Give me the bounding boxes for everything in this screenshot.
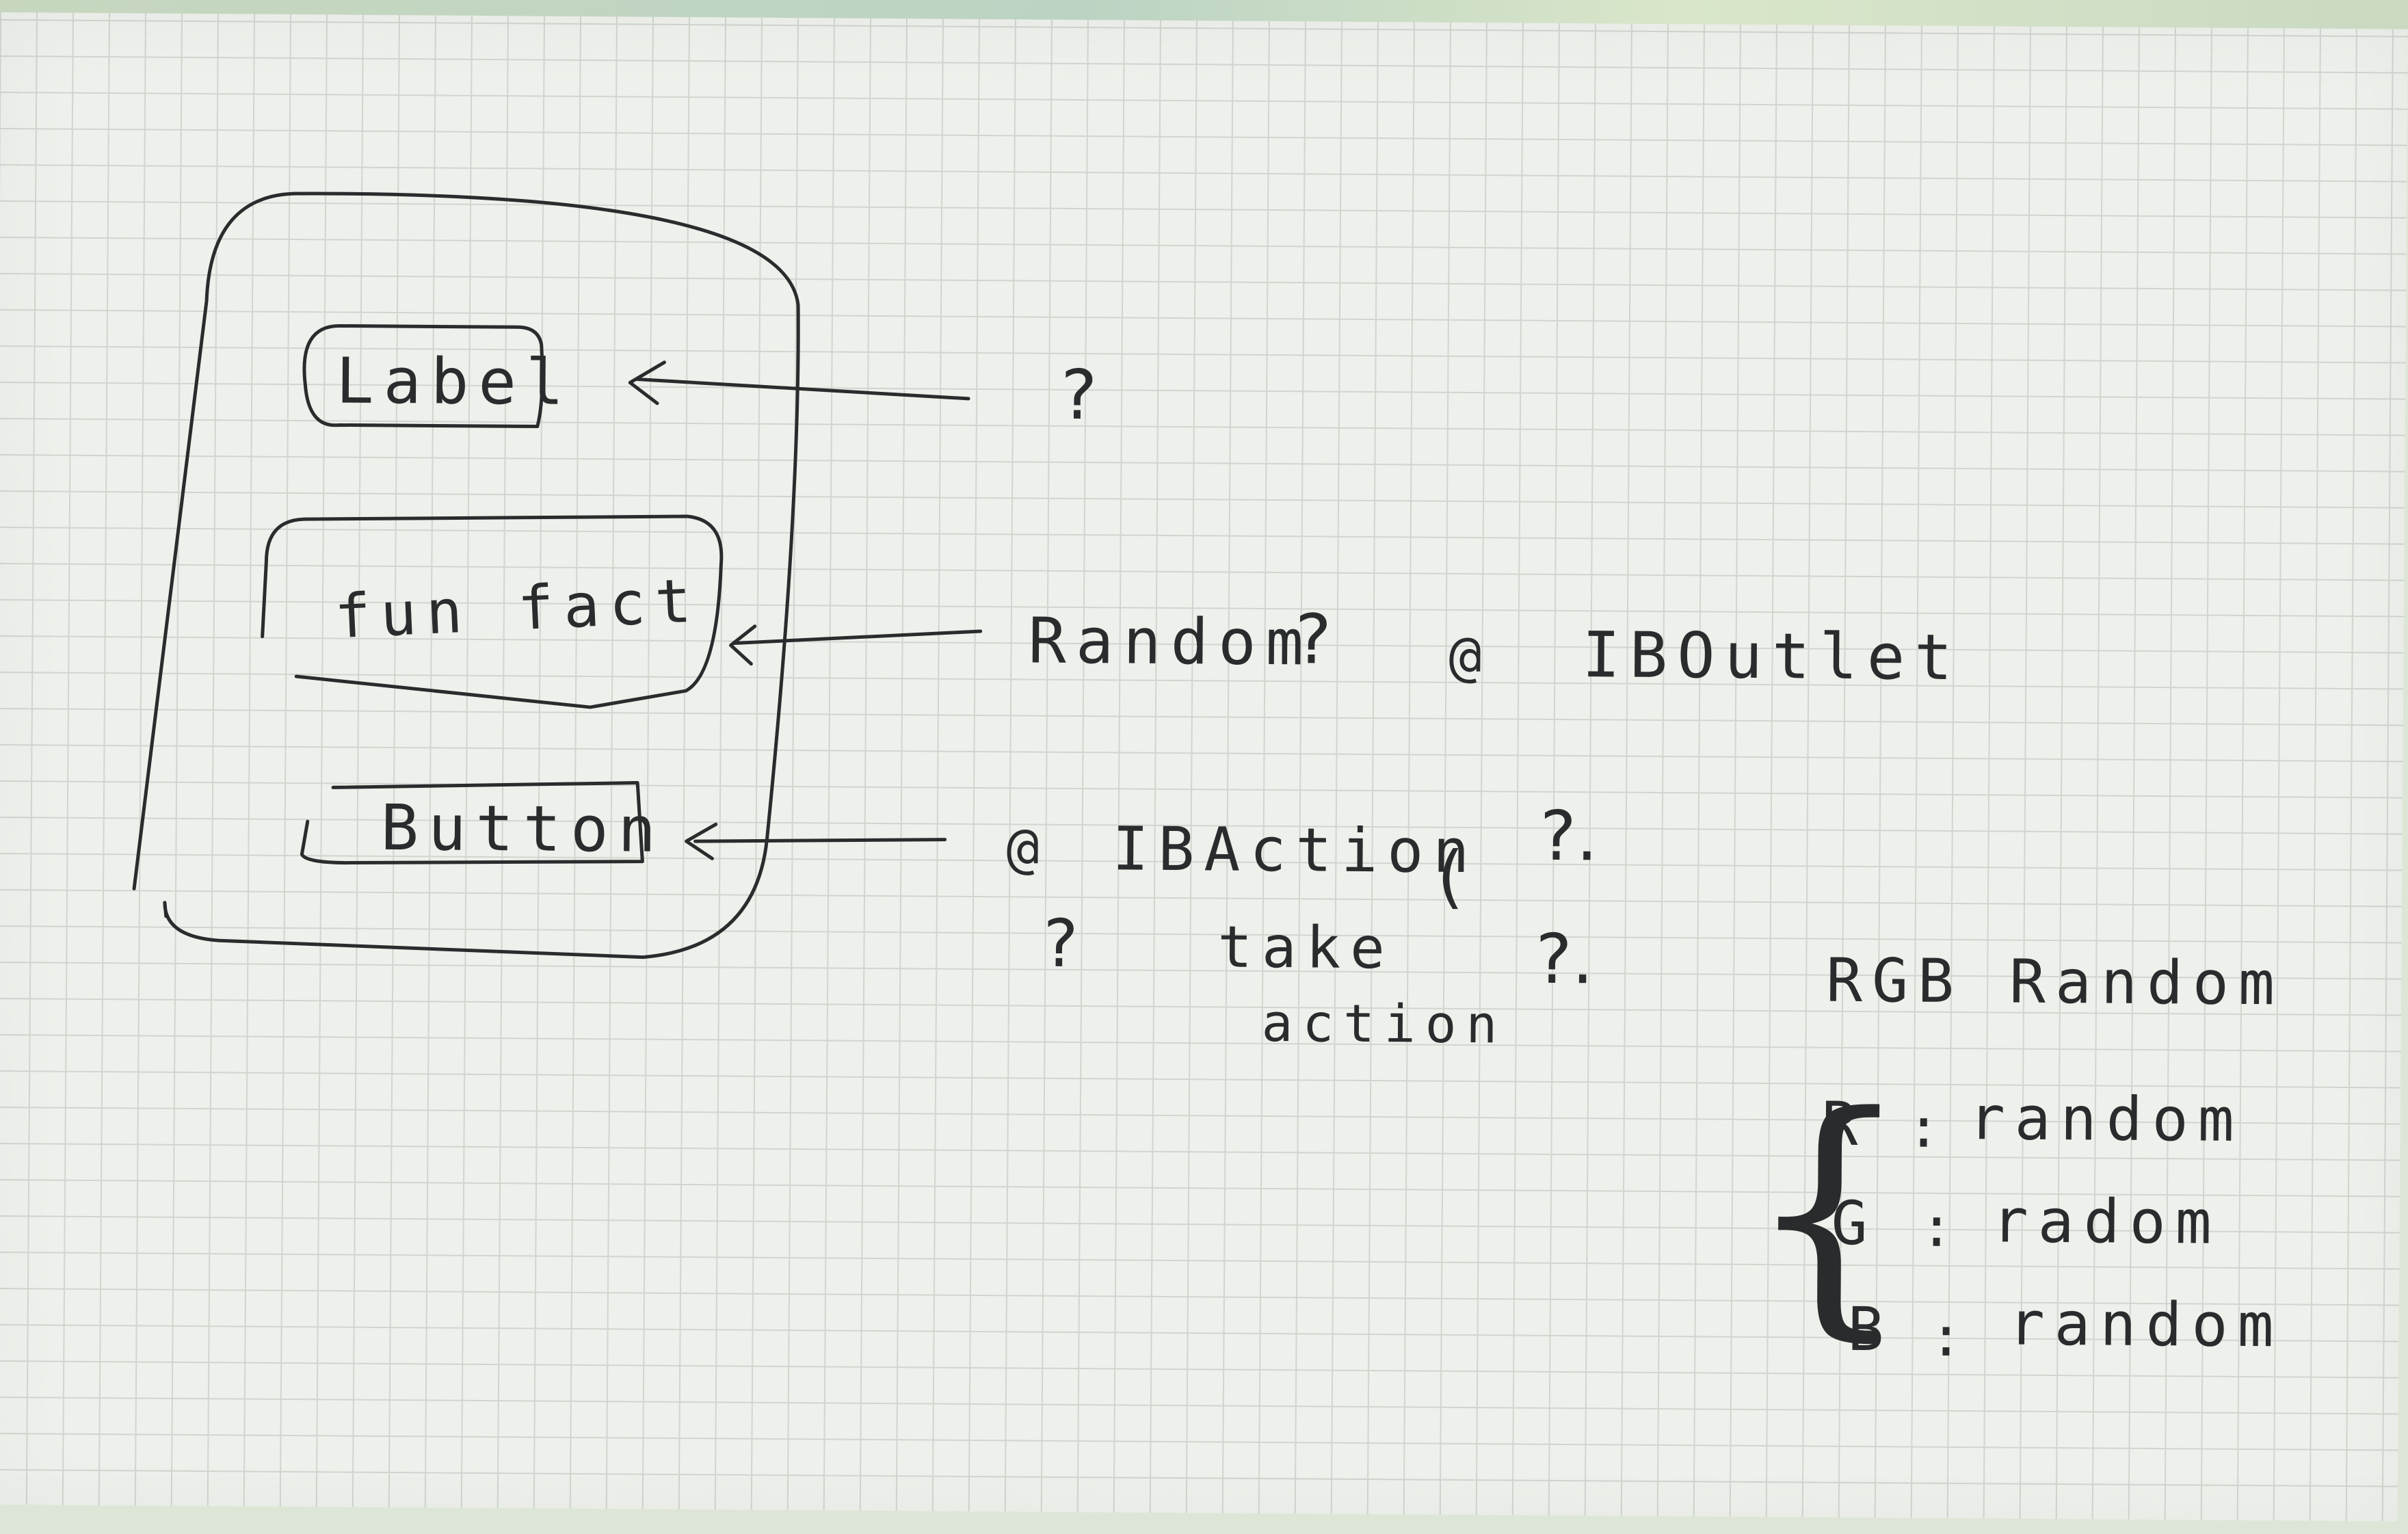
phone-outline [132,191,800,960]
action-glyph: ?. [1539,795,1598,877]
notebook-page: Label fun fact Button ? Random ? @ IBOut… [0,12,2408,1522]
b-separator: : [1929,1304,1973,1369]
outlet-at-sign: @ [1448,624,1492,689]
button-box-text: Button [380,791,666,867]
action-word-text: action [1261,992,1507,1055]
sketch-drawing [132,191,983,960]
g-key: G [1831,1187,1878,1259]
random-note-text: Random [1028,604,1314,680]
r-key: R [1821,1088,1868,1160]
button-box-outline [300,781,644,865]
press-prefix-text: ? [1043,905,1079,983]
take-text: take [1217,913,1395,982]
rgb-random-text: RGB Random [1825,944,2285,1019]
ib-action-text: IBAction [1112,813,1479,887]
fun-fact-box-outline [261,514,724,709]
g-value: radom [1992,1185,2221,1258]
random-note-glyph: ? [1295,599,1332,680]
action-paren: ( [1436,836,1464,916]
g-separator: : [1920,1195,1963,1260]
ib-outlet-text: IBOutlet [1582,618,1962,695]
fun-fact-arrow [729,624,983,666]
label-box-text: Label [335,344,574,419]
b-key: B [1847,1293,1894,1365]
label-arrow [628,360,970,406]
b-value: random [2008,1288,2284,1361]
r-separator: : [1907,1096,1950,1160]
r-value: random [1968,1083,2245,1155]
button-arrow [685,822,947,860]
label-box-outline [302,323,544,429]
label-note-text: ? [1060,354,1098,436]
background-glyph: ?. [1535,918,1594,1000]
action-at-sign: @ [1006,816,1050,880]
